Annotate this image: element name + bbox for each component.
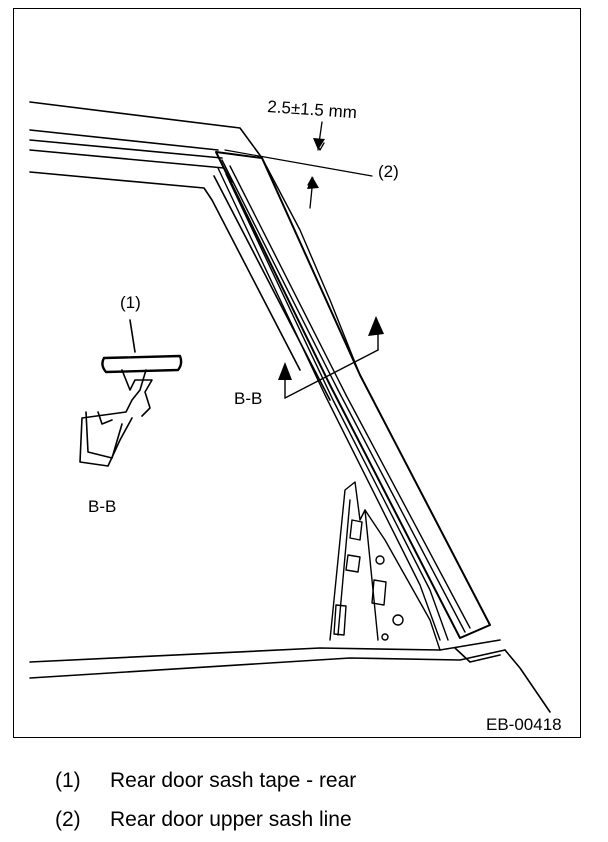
section-view-detail [79,319,183,467]
callout-2-label: (2) [378,162,399,181]
section-view-label: B-B [88,497,117,516]
legend-number: (2) [55,808,81,831]
legend-item: (1) Rear door sash tape - rear [55,770,356,791]
legend-item: (2) Rear door upper sash line [55,809,352,830]
figure-code: EB-00418 [486,715,562,734]
callout-1-label: (1) [120,293,141,312]
sash-line [224,149,373,177]
lower-door-structure [329,481,441,651]
section-arrow-label: B-B [234,389,263,408]
legend-text: Rear door upper sash line [110,808,352,831]
legend-text: Rear door sash tape - rear [110,769,357,792]
sash-channel-lines [217,157,449,641]
legend-number: (1) [55,769,81,792]
diagram-frame [13,8,581,738]
belt-line [29,639,551,713]
